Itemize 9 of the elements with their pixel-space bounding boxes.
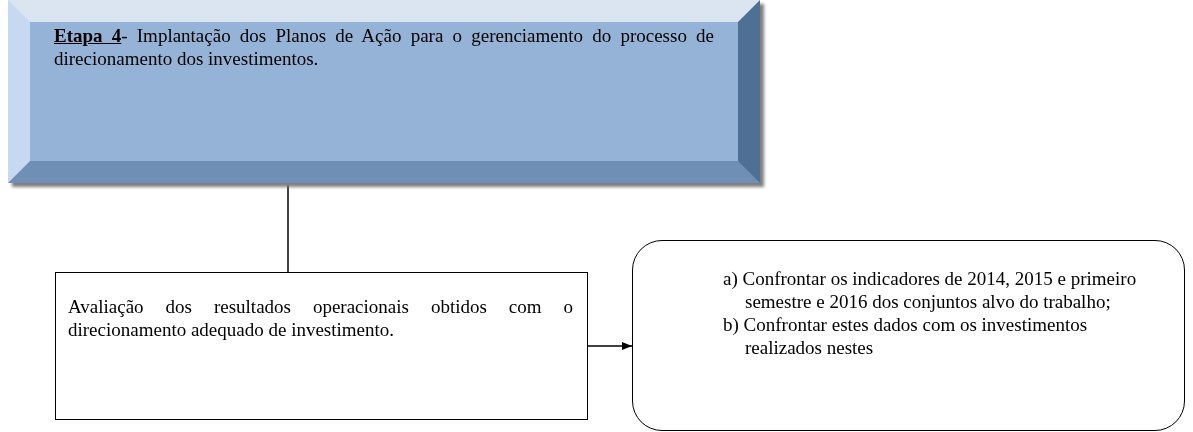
rounded-text-box (632, 240, 1185, 431)
connector-line (287, 182, 289, 273)
beveled-step-banner (8, 0, 760, 183)
arrow (587, 342, 633, 350)
list-item: b) Confrontar estes dados com os investimentos realizados nestes (723, 313, 1089, 359)
step-description: Etapa 4- Implantação dos Planos de Ação para o gerenciamento do processo de direcionamento dos investimentos. (54, 24, 714, 70)
list-item: a) Confrontar os indicadores de 2014, 2015 e primeiro semestre e 2016 dos conjuntos alvo do trabalho; (723, 267, 1138, 313)
box-text: Avaliação dos resultados operacionais obtidos com o direcionamento adequado de investimento. (68, 295, 573, 341)
text-box (55, 272, 588, 420)
